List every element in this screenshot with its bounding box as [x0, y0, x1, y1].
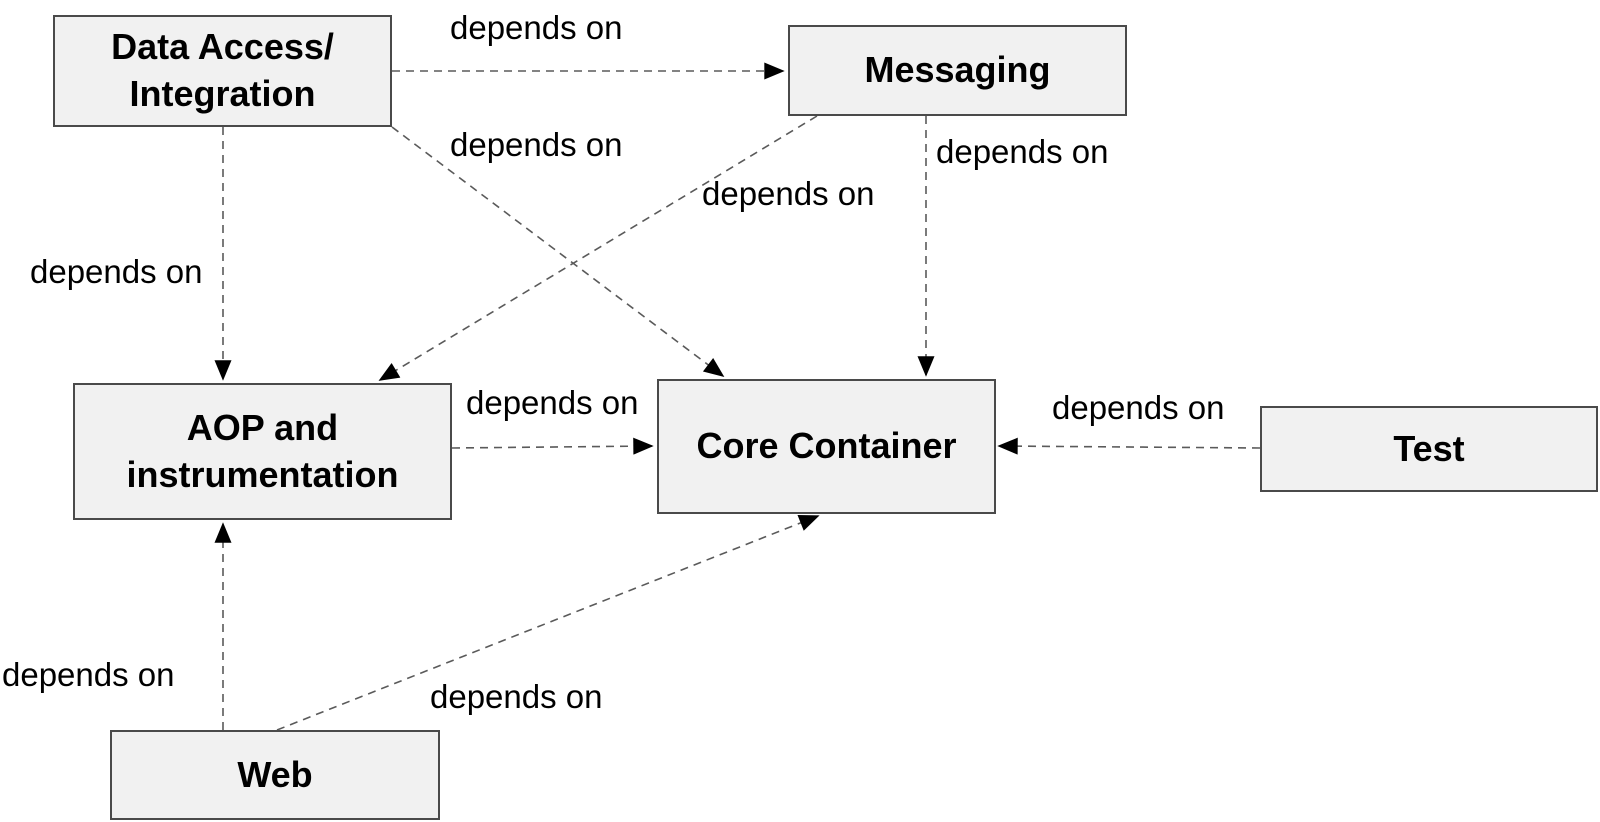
node-aop-and-instrumentation: AOP and instrumentation — [73, 383, 452, 520]
edge-label-data-access-to-messaging: depends on — [450, 9, 623, 46]
edge-label-messaging-to-core: depends on — [936, 133, 1109, 170]
edge-label-test-to-core: depends on — [1052, 389, 1225, 426]
edge-data-access-to-core — [391, 126, 725, 378]
node-core-container: Core Container — [657, 379, 996, 514]
edge-aop-to-core — [451, 437, 654, 455]
edge-messaging-to-aop — [378, 115, 818, 381]
edge-label-data-access-to-core: depends on — [450, 126, 623, 163]
edge-label-web-to-core: depends on — [430, 678, 603, 715]
node-test: Test — [1260, 406, 1598, 492]
edge-label-aop-to-core: depends on — [466, 384, 639, 421]
edge-test-to-core — [997, 437, 1261, 455]
edge-label-web-to-aop: depends on — [2, 656, 175, 693]
node-data-access-integration: Data Access/ Integration — [53, 15, 392, 127]
edge-label-messaging-to-aop: depends on — [702, 175, 875, 212]
node-messaging: Messaging — [788, 25, 1127, 116]
node-web: Web — [110, 730, 440, 820]
edge-label-data-access-to-aop: depends on — [30, 253, 203, 290]
